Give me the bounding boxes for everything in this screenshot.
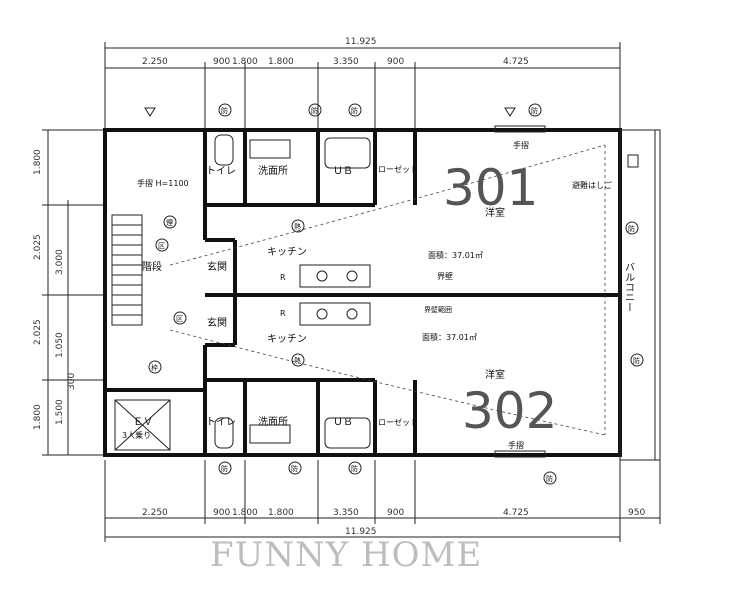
dim-bottom-3: 1.800: [232, 508, 258, 518]
kitchen-label-301: キッチン: [267, 246, 307, 258]
boundary-wall-range-label: 界壁範囲: [424, 305, 452, 314]
dim-left-2: 2.025: [33, 234, 43, 260]
left-dimensions: 1.800 2.025 2.025 1.800 3.000 1.050 300 …: [33, 129, 105, 456]
dim-overall-top: 11.925: [345, 37, 377, 47]
dim-top-6: 900: [387, 57, 404, 67]
fire-mark-7: 防: [221, 464, 228, 473]
dim-top-4: 1.800: [268, 57, 294, 67]
dim-overall-bottom: 11.925: [345, 527, 377, 537]
fire-mark-10: 防: [546, 474, 553, 483]
handrail-label-301: 手摺: [513, 140, 529, 150]
dim-top-5: 3.350: [333, 57, 359, 67]
western-label-301: 洋室: [485, 206, 505, 219]
dim-bottom-8: 950: [628, 508, 645, 518]
r-label-301: R: [280, 273, 286, 282]
dim-top-2: 900: [213, 57, 230, 67]
entrance-label-301: 玄関: [207, 260, 227, 273]
fire-mark-5: 防: [628, 224, 635, 233]
fixtures: [214, 125, 639, 458]
dim-bottom-6: 900: [387, 508, 404, 518]
western-label-302: 洋室: [485, 368, 505, 381]
kitchen-label-302: キッチン: [267, 333, 307, 345]
dim-left-4: 1.800: [33, 404, 43, 430]
fire-mark-6: 防: [633, 356, 640, 365]
fire-mark-2: 防: [311, 106, 318, 115]
dim-left-inner-3: 300: [67, 373, 77, 390]
area-label-301: 面積：37.01㎡: [428, 250, 483, 260]
handrail-height-label: 手摺 H=1100: [137, 178, 189, 188]
smoke-mark: 煙: [166, 218, 173, 227]
dim-bottom-2: 900: [213, 508, 230, 518]
ub-label-301: ＵＢ: [333, 166, 353, 177]
dim-left-inner-1: 3.000: [55, 249, 65, 275]
evac-ladder-label: 避難はしご: [572, 180, 612, 190]
dim-left-inner-2: 1.050: [55, 332, 65, 358]
elevator: ＥＶ 3人乗り: [114, 399, 171, 451]
heat-mark-1: 熱: [294, 222, 301, 231]
dim-bottom-7: 4.725: [503, 508, 529, 518]
top-dimensions: 11.925 2.250 900 1.800 1.800 3.350 900 4…: [104, 37, 621, 130]
dim-top-1: 2.250: [142, 57, 168, 67]
heat-mark-2: 熱: [294, 356, 301, 365]
closet-label-302: ローゼット: [378, 417, 418, 427]
bottom-dimensions: 2.250 900 1.800 1.800 3.350 900 4.725 95…: [104, 460, 661, 542]
toilet-label-301: トイレ: [206, 166, 236, 177]
fire-mark-9: 防: [351, 464, 358, 473]
dim-left-1: 1.800: [33, 149, 43, 175]
stairs: [111, 214, 143, 326]
brand-watermark: FUNNY HOME: [210, 535, 482, 575]
dim-bottom-1: 2.250: [142, 508, 168, 518]
balcony-label: バルコニー: [623, 262, 635, 312]
stairs-label: 階段: [142, 260, 162, 273]
zone-mark-1: 区: [158, 242, 165, 250]
ub-label-302: ＵＢ: [333, 417, 353, 428]
ev-capacity: 3人乗り: [122, 430, 151, 440]
dim-top-3: 1.800: [232, 57, 258, 67]
area-label-302: 面積：37.01㎡: [422, 332, 477, 342]
unit-number-301: 301: [443, 159, 538, 217]
fire-mark-4: 防: [531, 106, 538, 115]
toilet-label-302: トイレ: [206, 417, 236, 428]
closet-label-301: ローゼット: [378, 164, 418, 174]
dim-top-7: 4.725: [503, 57, 529, 67]
washroom-label-302: 洗面所: [258, 416, 288, 428]
unit-number-302: 302: [462, 382, 557, 440]
equipment-marks: 防 防 防 防 防 防 防 防 防 防 熱 熱 区 区 煙 枠: [144, 103, 644, 485]
dim-left-inner-4: 1.500: [55, 399, 65, 425]
ceiling-lines: [169, 144, 606, 436]
dim-bottom-5: 3.350: [333, 508, 359, 518]
room-labels: トイレ 洗面所 ＵＢ ローゼット 洋室 面積：37.01㎡ キッチン 玄関 R …: [137, 140, 635, 450]
dim-bottom-4: 1.800: [268, 508, 294, 518]
fire-mark-8: 防: [291, 464, 298, 473]
handrail-label-302: 手摺: [508, 440, 524, 450]
walls: [103, 128, 661, 461]
washroom-label-301: 洗面所: [258, 165, 288, 177]
r-label-302: R: [280, 309, 286, 318]
fire-mark-3: 防: [351, 106, 358, 115]
fire-mark-1: 防: [221, 106, 228, 115]
zone-mark-2: 区: [176, 315, 183, 323]
dim-left-3: 2.025: [33, 319, 43, 345]
boundary-wall-label: 界壁: [437, 271, 453, 281]
entrance-label-302: 玄関: [207, 316, 227, 329]
ev-label: ＥＶ: [133, 417, 153, 428]
frame-mark: 枠: [151, 363, 158, 372]
